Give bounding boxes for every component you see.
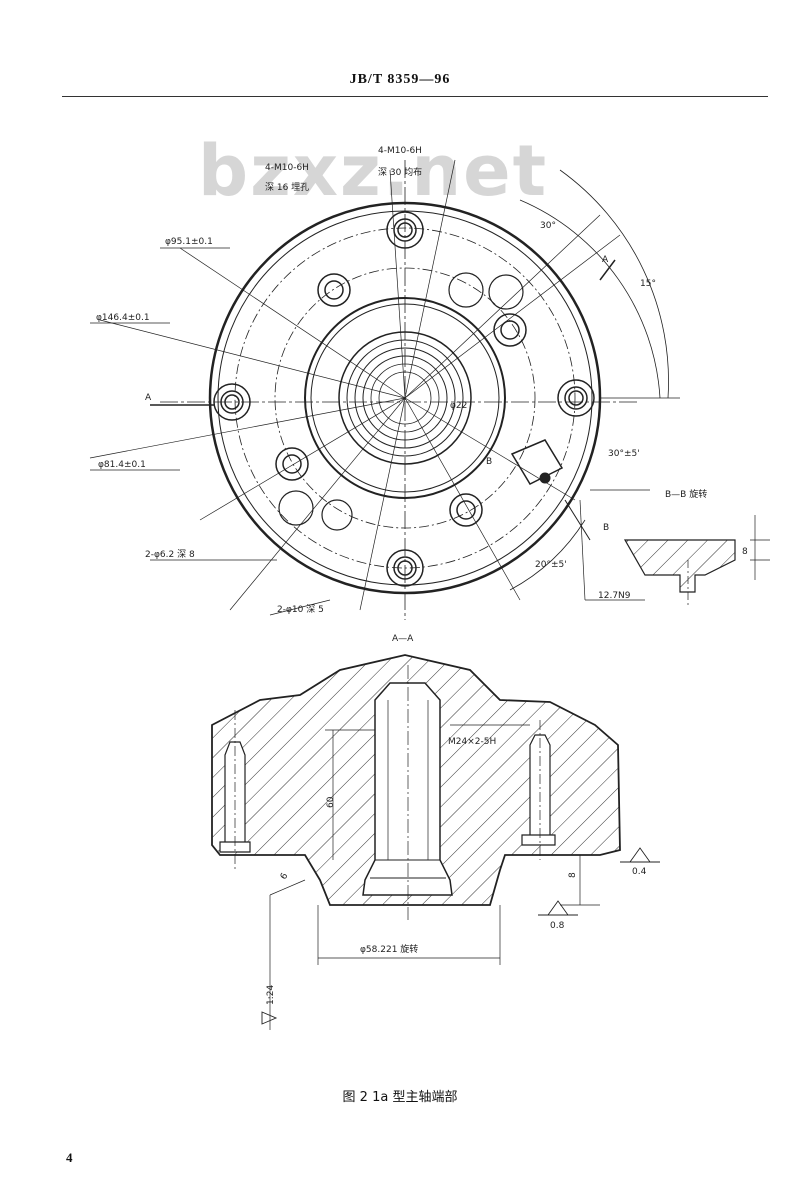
label-angle-30: 30° [540,221,556,231]
document-header: JB/T 8359—96 [349,72,451,87]
label-roughness-2: 0.8 [550,921,565,931]
page-number: 4 [66,1150,73,1165]
label-m10-through-depth: 深 30 均布 [378,166,422,178]
label-depth-60: 60 [326,796,336,808]
label-d81: φ81.4±0.1 [98,460,146,470]
label-angle-30-tol: 30°±5' [608,449,640,459]
label-d146: φ146.4±0.1 [96,313,150,323]
label-m10-blind-depth: 深 16 埋孔 [265,182,309,193]
section-bb-title: B—B 旋转 [665,488,707,500]
label-holes-10: 2-φ10 深 5 [277,604,324,615]
key-slot-pin [539,472,551,484]
label-m10-through: 4-M10-6H [378,146,422,156]
label-angle-20-tol: 20°±5' [535,560,567,570]
label-holes-2: 2-φ6.2 深 8 [145,549,195,560]
label-r6: 6 [279,871,291,881]
label-roughness-1: 0.4 [632,867,647,877]
label-depth-8: 8 [568,872,578,878]
watermark: bzxz.net [198,130,549,212]
label-section-a-left: A [145,393,152,403]
plain-hole [278,272,524,531]
top-plan-view [89,159,680,620]
label-section-b2: B [603,523,609,533]
label-section-a-top: A [602,255,609,265]
section-bb-view [623,515,770,605]
section-aa-title: A—A [392,634,414,644]
label-angle-15: 15° [640,279,656,289]
label-d-center: φ22 [450,401,467,411]
label-d95: φ95.1±0.1 [165,237,213,247]
label-key-width: 12.7N9 [598,591,631,601]
label-bore: φ58.221 旋转 [360,943,418,955]
header-rule [62,96,768,97]
label-thread: M24×2-5H [448,737,496,747]
label-m10-blind: 4-M10-6H [265,163,309,173]
figure-caption: 图 2 1a 型主轴端部 [342,1090,458,1105]
key-slot [510,439,564,485]
diagonal-tapped-hole [275,273,527,527]
section-bb-dim: 8 [742,547,748,557]
section-aa-view [211,654,660,1030]
label-section-b1: B [486,457,492,467]
label-taper: 1:24 [266,985,276,1005]
tapped-hole [213,211,595,587]
